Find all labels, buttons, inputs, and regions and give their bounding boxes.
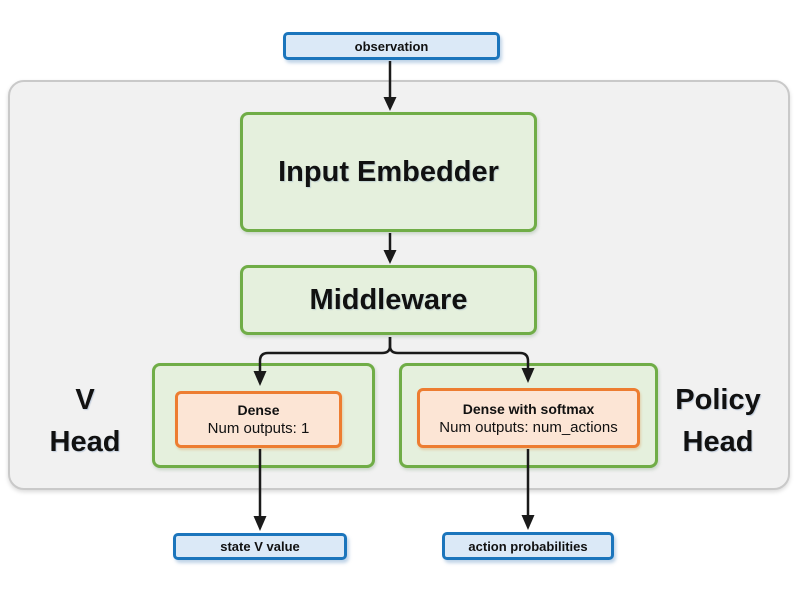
policy-dense-subtitle: Num outputs: num_actions <box>439 418 618 436</box>
node-middleware: Middleware <box>240 265 537 335</box>
v-dense-title: Dense <box>237 402 280 418</box>
node-observation: observation <box>283 32 500 60</box>
node-input-embedder: Input Embedder <box>240 112 537 232</box>
label-policy-head: Policy Head <box>648 379 788 463</box>
label-v-head: V Head <box>25 379 145 463</box>
v-dense-subtitle: Num outputs: 1 <box>207 420 310 437</box>
label-policy-head-line1: Policy <box>675 384 761 416</box>
node-v-dense: Dense Num outputs: 1 <box>175 391 342 448</box>
label-v-head-line2: Head <box>49 426 121 459</box>
label-policy-head-line2: Head <box>682 426 754 459</box>
node-action-probabilities: action probabilities <box>442 532 614 560</box>
label-v-head-line1: V <box>75 384 95 416</box>
policy-dense-title: Dense with softmax <box>462 400 595 417</box>
node-state-v-value: state V value <box>173 533 347 560</box>
node-policy-dense: Dense with softmax Num outputs: num_acti… <box>417 388 640 448</box>
